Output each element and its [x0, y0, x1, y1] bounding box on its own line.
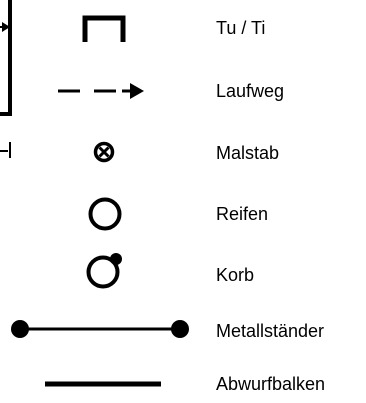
- partial-frame-fragment: [0, 0, 12, 158]
- legend-label-abwurfbalken: Abwurfbalken: [216, 374, 326, 394]
- ring-with-dot-icon: [86, 253, 122, 289]
- legend-label-malstab: Malstab: [216, 143, 280, 163]
- legend-label-laufweg: Laufweg: [216, 81, 285, 101]
- ring-icon: [88, 197, 122, 231]
- crossed-circle-icon: [93, 141, 115, 163]
- legend-label-tu-ti: Tu / Ti: [216, 18, 266, 38]
- dashed-arrow-icon: [58, 83, 144, 99]
- line-with-end-dots-icon: [11, 320, 189, 338]
- legend-label-korb: Korb: [216, 265, 255, 285]
- thick-line-icon: [45, 381, 161, 387]
- legend-label-metallstaender: Metallständer: [216, 321, 325, 341]
- legend-label-reifen: Reifen: [216, 204, 269, 224]
- uturn-icon: [82, 15, 126, 42]
